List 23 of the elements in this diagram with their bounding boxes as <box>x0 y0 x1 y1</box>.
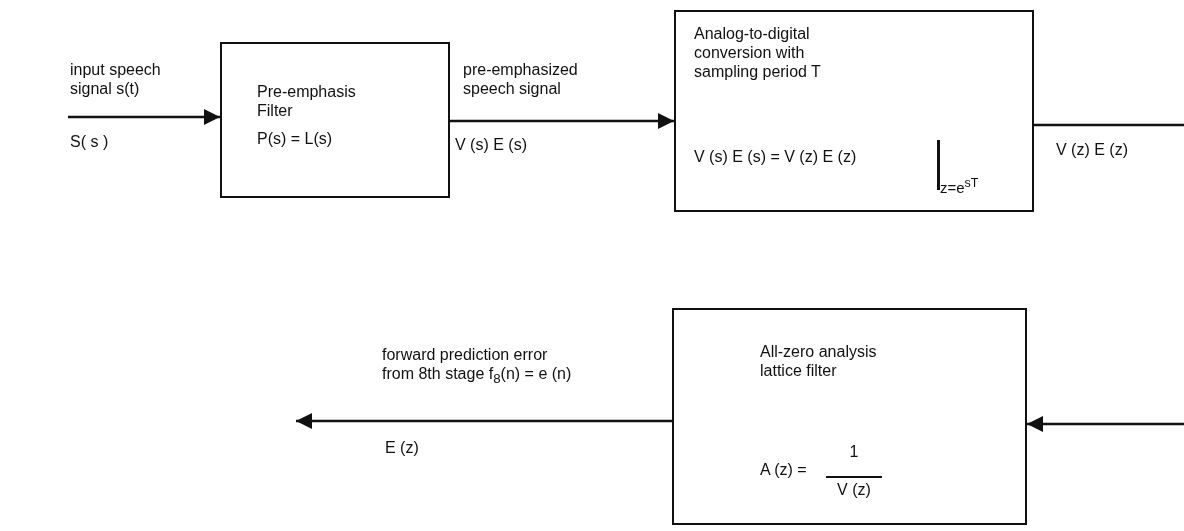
process-box <box>672 308 1027 525</box>
arrow <box>296 413 672 429</box>
edge-label: input speech signal s(t) <box>70 60 162 98</box>
signal-label: S( s ) <box>70 132 109 151</box>
formula: A (z) = <box>760 460 808 479</box>
signal-label: V (s) E (s) <box>455 135 527 154</box>
box-title: Analog-to-digital conversion with sampling period T <box>694 24 822 81</box>
edge-label: pre-emphasized speech signal <box>463 60 579 98</box>
fraction-numerator: 1 <box>848 442 860 461</box>
arrow <box>1027 416 1184 432</box>
process-box <box>674 10 1034 212</box>
signal-label: E (z) <box>385 438 419 457</box>
process-box <box>220 42 450 198</box>
edge-label: forward prediction error from 8th stage f$_{8}$(n) = e (n) <box>382 345 573 389</box>
formula: V (s) E (s) = V (z) E (z) <box>694 147 858 166</box>
arrow <box>68 109 220 125</box>
signal-label: V (z) E (z) <box>1056 140 1128 159</box>
box-title: Pre-emphasis Filter <box>257 82 357 120</box>
fraction-denominator: V (z) <box>836 480 872 499</box>
arrow <box>450 113 674 129</box>
formula: P(s) = L(s) <box>257 129 334 148</box>
box-title: All-zero analysis lattice filter <box>760 342 878 380</box>
formula-subscript: z=e$^{sT}$ <box>940 175 980 197</box>
